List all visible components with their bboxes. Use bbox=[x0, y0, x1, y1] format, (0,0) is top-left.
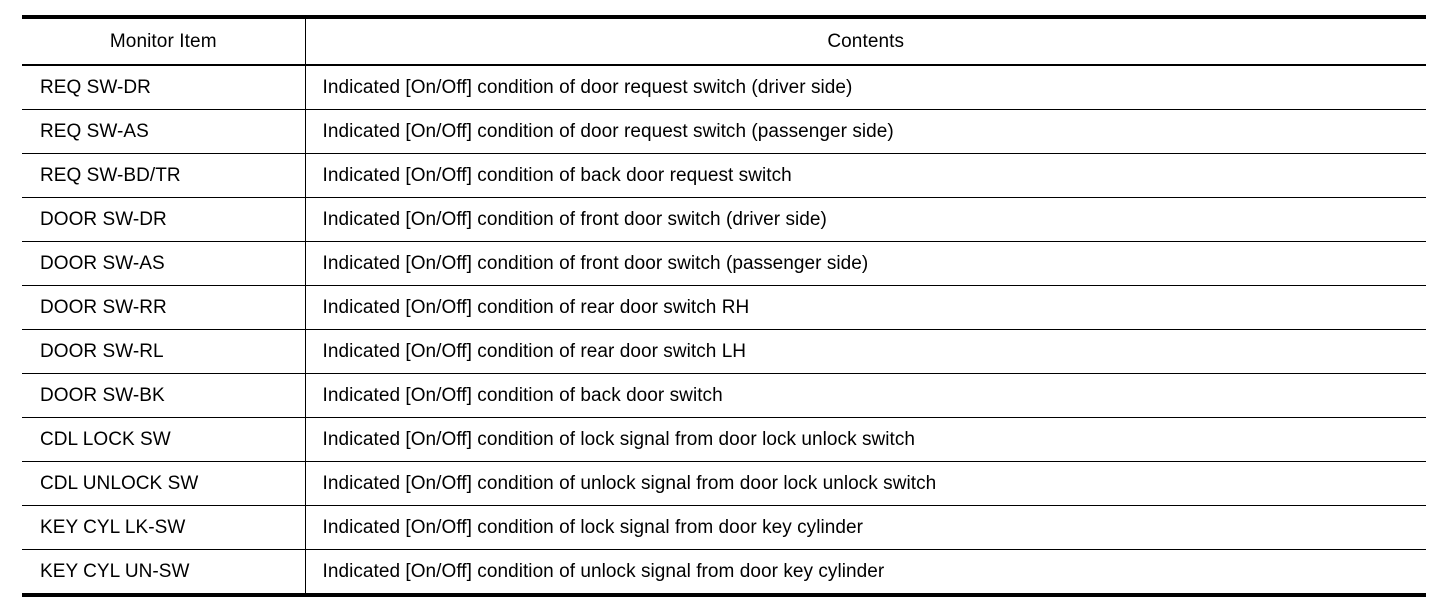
cell-monitor-item: DOOR SW-AS bbox=[22, 241, 306, 286]
cell-contents: Indicated [On/Off] condition of lock sig… bbox=[305, 505, 1426, 550]
cell-contents: Indicated [On/Off] condition of back doo… bbox=[305, 373, 1426, 418]
cell-monitor-item: KEY CYL LK-SW bbox=[22, 505, 306, 550]
cell-contents: Indicated [On/Off] condition of back doo… bbox=[305, 153, 1426, 198]
cell-monitor-item: CDL LOCK SW bbox=[22, 417, 306, 462]
cell-monitor-item: DOOR SW-RR bbox=[22, 285, 306, 330]
cell-contents: Indicated [On/Off] condition of front do… bbox=[305, 241, 1426, 286]
cell-contents: Indicated [On/Off] condition of unlock s… bbox=[305, 549, 1426, 597]
table-header: Monitor Item Contents bbox=[22, 15, 1426, 66]
table-header-row: Monitor Item Contents bbox=[22, 15, 1426, 66]
cell-contents: Indicated [On/Off] condition of front do… bbox=[305, 197, 1426, 242]
cell-monitor-item: REQ SW-AS bbox=[22, 109, 306, 154]
cell-contents: Indicated [On/Off] condition of door req… bbox=[305, 65, 1426, 110]
cell-contents: Indicated [On/Off] condition of door req… bbox=[305, 109, 1426, 154]
cell-monitor-item: DOOR SW-DR bbox=[22, 197, 306, 242]
cell-monitor-item: REQ SW-DR bbox=[22, 65, 306, 110]
cell-contents: Indicated [On/Off] condition of unlock s… bbox=[305, 461, 1426, 506]
cell-monitor-item: DOOR SW-BK bbox=[22, 373, 306, 418]
cell-contents: Indicated [On/Off] condition of rear doo… bbox=[305, 285, 1426, 330]
cell-monitor-item: KEY CYL UN-SW bbox=[22, 549, 306, 597]
cell-contents: Indicated [On/Off] condition of lock sig… bbox=[305, 417, 1426, 462]
column-header-monitor-item: Monitor Item bbox=[22, 15, 306, 66]
cell-contents: Indicated [On/Off] condition of rear doo… bbox=[305, 329, 1426, 374]
cell-monitor-item: DOOR SW-RL bbox=[22, 329, 306, 374]
column-header-contents: Contents bbox=[305, 15, 1426, 66]
cell-monitor-item: CDL UNLOCK SW bbox=[22, 461, 306, 506]
cell-monitor-item: REQ SW-BD/TR bbox=[22, 153, 306, 198]
